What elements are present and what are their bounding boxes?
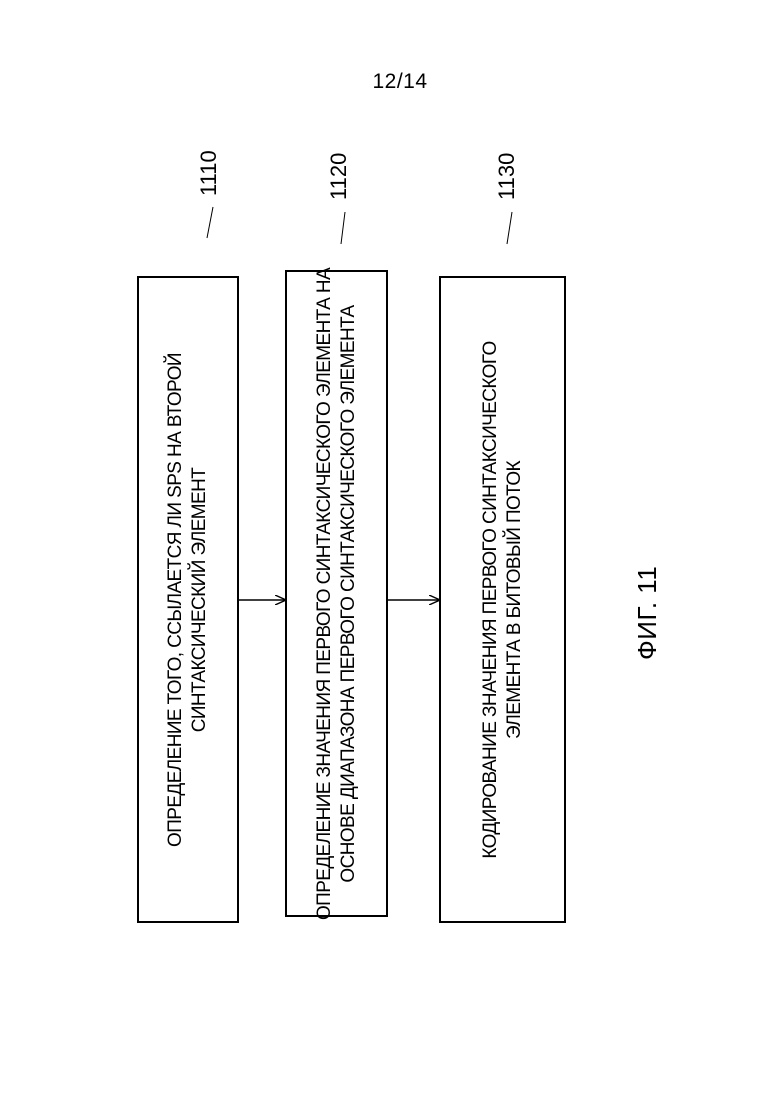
block-1130-line-1: КОДИРОВАНИЕ ЗНАЧЕНИЯ ПЕРВОГО СИНТАКСИЧЕС… <box>479 341 503 858</box>
figure-label: ФИГ. 11 <box>632 566 663 660</box>
block-1120-text: ОПРЕДЕЛЕНИЕ ЗНАЧЕНИЯ ПЕРВОГО СИНТАКСИЧЕС… <box>313 267 361 919</box>
block-1120: ОПРЕДЕЛЕНИЕ ЗНАЧЕНИЯ ПЕРВОГО СИНТАКСИЧЕС… <box>285 270 388 917</box>
block-1110: ОПРЕДЕЛЕНИЕ ТОГО, ССЫЛАЕТСЯ ЛИ SPS НА ВТ… <box>137 276 239 923</box>
leader-line-1110 <box>207 207 213 238</box>
block-1120-line-2: ОСНОВЕ ДИАПАЗОНА ПЕРВОГО СИНТАКСИЧЕСКОГО… <box>337 267 361 919</box>
block-1130-text: КОДИРОВАНИЕ ЗНАЧЕНИЯ ПЕРВОГО СИНТАКСИЧЕС… <box>479 341 527 858</box>
block-1110-line-1: ОПРЕДЕЛЕНИЕ ТОГО, ССЫЛАЕТСЯ ЛИ SPS НА ВТ… <box>164 353 188 847</box>
leader-line-1120 <box>341 212 345 244</box>
block-1130: КОДИРОВАНИЕ ЗНАЧЕНИЯ ПЕРВОГО СИНТАКСИЧЕС… <box>439 276 566 923</box>
block-1110-line-2: СИНТАКСИЧЕСКИЙ ЭЛЕМЕНТ <box>188 353 212 847</box>
leader-line-1130 <box>507 212 512 244</box>
block-1120-line-1: ОПРЕДЕЛЕНИЕ ЗНАЧЕНИЯ ПЕРВОГО СИНТАКСИЧЕС… <box>313 267 337 919</box>
block-1130-line-2: ЭЛЕМЕНТА В БИТОВЫЙ ПОТОК <box>503 341 527 858</box>
block-1110-text: ОПРЕДЕЛЕНИЕ ТОГО, ССЫЛАЕТСЯ ЛИ SPS НА ВТ… <box>164 353 212 847</box>
